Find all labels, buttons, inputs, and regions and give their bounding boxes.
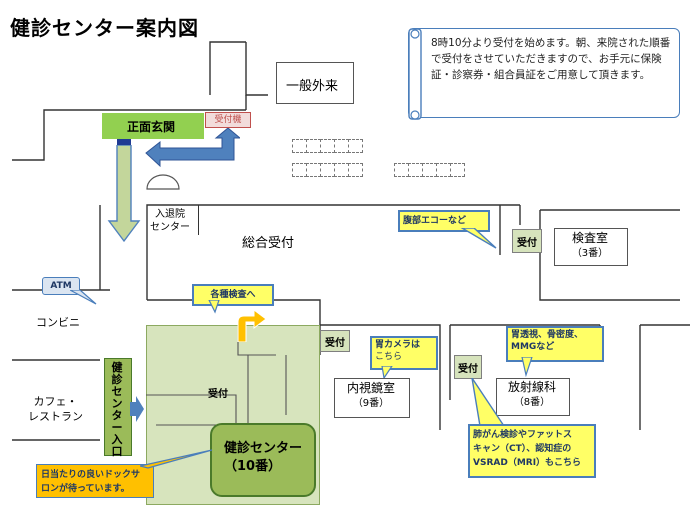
- gastric-camera-callout: 胃カメラは こちら: [370, 336, 438, 370]
- exam-room: [554, 228, 628, 266]
- checkup-center: [210, 423, 316, 497]
- abdominal-echo-callout: 腹部エコーなど: [398, 210, 490, 232]
- corner-arrow-icon: [237, 309, 267, 342]
- endoscopy-room-label: 内視鏡室 （9番）: [346, 381, 395, 409]
- entrance-door: [117, 139, 131, 145]
- endoscopy-room: [334, 378, 410, 418]
- checkup-reception-label: 受付: [208, 389, 228, 400]
- reception-notice-text: 8時10分より受付を始めます。朝、来院された順番で受付をさせていただきますので、…: [431, 37, 671, 81]
- scroll-icon: [408, 28, 422, 120]
- checkup-entrance: [104, 358, 132, 456]
- lounge-callout: 日当たりの良いドックサ ロンが待っています。: [36, 464, 154, 498]
- reception-machine: 受付機: [205, 112, 251, 128]
- main-entrance-label: 正面玄関: [127, 120, 176, 134]
- cafe-label: カフェ・ レストラン: [28, 395, 83, 423]
- checkup-entrance-label: 健診センター入口: [111, 361, 123, 458]
- stomach-xray-callout: 胃透視、骨密度、 MMGなど: [506, 326, 604, 362]
- radiology-room-label: 放射線科 （8番）: [507, 380, 556, 408]
- reception-notice: 8時10分より受付を始めます。朝、来院された順番で受付をさせていただきますので、…: [408, 28, 680, 120]
- radiology-room: [496, 378, 570, 416]
- general-outpatient-room: [276, 62, 354, 104]
- general-reception-label: 総合受付: [242, 236, 295, 251]
- map-title: 健診センター案内図: [10, 16, 199, 40]
- convenience-store-label: コンビニ: [36, 316, 80, 329]
- endoscopy-reception: 受付: [320, 330, 350, 352]
- entrance-pointer-icon: [130, 396, 144, 422]
- main-entrance: [102, 113, 204, 139]
- direction-arrow-icon: [107, 145, 141, 243]
- checkup-center-label: 健診センター （10番）: [224, 441, 303, 474]
- admission-center-label: 入退院 センター: [150, 209, 190, 233]
- radiology-reception: 受付: [454, 355, 482, 379]
- general-outpatient-label: 一般外来: [286, 79, 339, 94]
- exam-room-reception: 受付: [512, 229, 542, 253]
- exam-room-label: 検査室 （3番）: [571, 231, 609, 259]
- direction-arrow-icon: [145, 128, 240, 168]
- lung-cancer-callout: 肺がん検診やファットス キャン（CT）、認知症の VSRAD（MRI）もこちら: [468, 424, 596, 478]
- revolving-door: [146, 174, 180, 190]
